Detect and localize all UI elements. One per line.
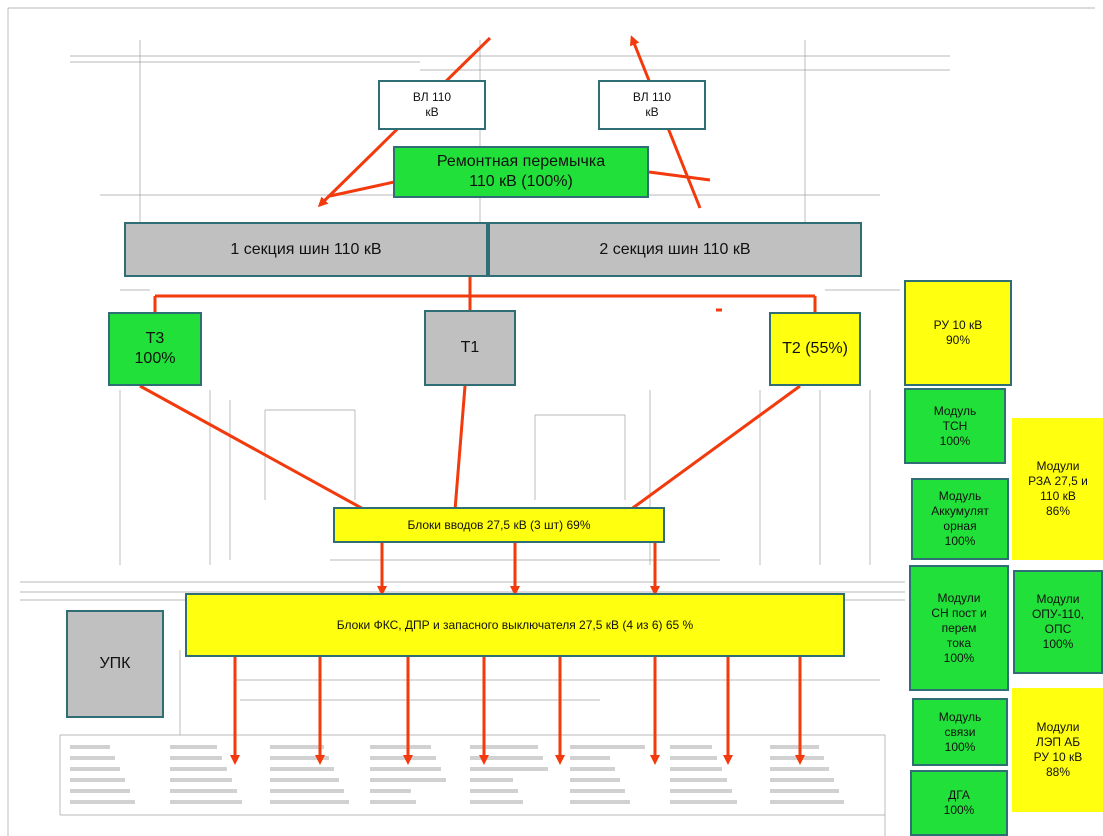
transformer-t1-label: Т1 xyxy=(460,339,480,356)
bus-section-1-box: 1 секция шин 110 кВ xyxy=(124,222,488,277)
sn-modules-box: Модули СН пост и перем тока 100% xyxy=(909,565,1009,691)
lep-modules-label: Модули ЛЭП АБ РУ 10 кВ 88% xyxy=(1033,720,1083,779)
schematic-text-block xyxy=(470,756,543,760)
schematic-text-block xyxy=(170,778,232,782)
vl-110-right-box: ВЛ 110 кВ xyxy=(598,80,706,130)
sn-modules-label: Модули СН пост и перем тока 100% xyxy=(931,590,987,665)
schematic-text-block xyxy=(470,745,538,749)
vl-110-left-box: ВЛ 110 кВ xyxy=(378,80,486,130)
schematic-text-block xyxy=(570,756,610,760)
schematic-text-block xyxy=(770,789,839,793)
schematic-text-block xyxy=(770,778,834,782)
fks-blocks-label: Блоки ФКС, ДПР и запасного выключателя 2… xyxy=(336,617,694,632)
input-blocks-box: Блоки вводов 27,5 кВ (3 шт) 69% xyxy=(333,507,665,543)
schematic-text-block xyxy=(170,789,237,793)
bus-section-2-label: 2 секция шин 110 кВ xyxy=(599,240,751,258)
schematic-text-block xyxy=(370,778,446,782)
fks-blocks-box: Блоки ФКС, ДПР и запасного выключателя 2… xyxy=(185,593,845,657)
connector-line xyxy=(629,384,801,512)
upk-label: УПК xyxy=(99,655,131,672)
bus-section-2-box: 2 секция шин 110 кВ xyxy=(488,222,862,277)
schematic-text-block xyxy=(570,745,645,749)
transformer-t2-box: Т2 (55%) xyxy=(769,312,861,386)
battery-module-box: Модуль Аккумулят орная 100% xyxy=(911,478,1009,560)
schematic-text-block xyxy=(670,800,737,804)
bus-section-1-label: 1 секция шин 110 кВ xyxy=(230,240,382,258)
rza-modules-label: Модули РЗА 27,5 и 110 кВ 86% xyxy=(1028,459,1088,518)
schematic-text-block xyxy=(270,756,329,760)
schematic-text-block xyxy=(770,767,829,771)
schematic-text-block xyxy=(670,745,712,749)
repair-jumper-label: Ремонтная перемычка 110 кВ (100%) xyxy=(436,153,606,190)
transformer-t1-box: Т1 xyxy=(424,310,516,386)
schematic-text-block xyxy=(470,800,523,804)
schematic-text-block xyxy=(270,789,344,793)
schematic-text-block xyxy=(70,800,135,804)
schematic-text-block xyxy=(370,745,431,749)
schematic-text-block xyxy=(570,800,630,804)
schematic-text-block xyxy=(770,800,844,804)
repair-jumper-box: Ремонтная перемычка 110 кВ (100%) xyxy=(393,146,649,198)
comm-module-box: Модуль связи 100% xyxy=(912,698,1008,766)
schematic-text-block xyxy=(70,745,110,749)
schematic-text-block xyxy=(570,789,625,793)
lep-modules-box: Модули ЛЭП АБ РУ 10 кВ 88% xyxy=(1012,688,1103,812)
ru-10kv-label: РУ 10 кВ 90% xyxy=(933,318,983,347)
schematic-text-block xyxy=(70,789,130,793)
vl-110-right-label: ВЛ 110 кВ xyxy=(632,90,672,119)
schematic-text-block xyxy=(670,778,727,782)
transformer-t3-label: Т3 100% xyxy=(134,330,176,367)
connector-line xyxy=(648,170,711,182)
connector-line xyxy=(453,385,467,511)
comm-module-label: Модуль связи 100% xyxy=(938,709,982,754)
schematic-text-block xyxy=(470,767,548,771)
dga-label: ДГА 100% xyxy=(943,788,975,817)
upk-box: УПК xyxy=(66,610,164,718)
battery-module-label: Модуль Аккумулят орная 100% xyxy=(931,489,989,548)
schematic-text-block xyxy=(470,789,518,793)
tsn-module-box: Модуль ТСН 100% xyxy=(904,388,1006,464)
opu-modules-label: Модули ОПУ-110, ОПС 100% xyxy=(1031,592,1085,651)
schematic-text-block xyxy=(70,756,115,760)
schematic-text-block xyxy=(670,767,722,771)
schematic-text-block xyxy=(670,789,732,793)
schematic-text-block xyxy=(170,756,222,760)
schematic-text-block xyxy=(170,767,227,771)
schematic-text-block xyxy=(270,778,339,782)
schematic-text-block xyxy=(70,778,125,782)
dga-box: ДГА 100% xyxy=(910,770,1008,836)
schematic-text-block xyxy=(370,767,441,771)
connector-line xyxy=(139,384,366,512)
input-blocks-label: Блоки вводов 27,5 кВ (3 шт) 69% xyxy=(407,517,591,532)
transformer-t2-label: Т2 (55%) xyxy=(782,340,848,357)
schematic-text-block xyxy=(270,745,324,749)
schematic-text-block xyxy=(570,778,620,782)
vl-110-left-label: ВЛ 110 кВ xyxy=(412,90,452,119)
transformer-t3-box: Т3 100% xyxy=(108,312,202,386)
rza-modules-box: Модули РЗА 27,5 и 110 кВ 86% xyxy=(1012,418,1103,560)
schematic-text-block xyxy=(170,800,242,804)
schematic-text-block xyxy=(670,756,717,760)
schematic-text-block xyxy=(370,789,411,793)
schematic-text-block xyxy=(270,800,349,804)
ru-10kv-box: РУ 10 кВ 90% xyxy=(904,280,1012,386)
opu-modules-box: Модули ОПУ-110, ОПС 100% xyxy=(1013,570,1103,674)
schematic-text-block xyxy=(170,745,217,749)
schematic-text-block xyxy=(370,800,416,804)
schematic-text-block xyxy=(270,767,334,771)
schematic-text-block xyxy=(770,745,819,749)
schematic-text-block xyxy=(570,767,615,771)
schematic-text-block xyxy=(70,767,120,771)
tsn-module-label: Модуль ТСН 100% xyxy=(933,403,977,448)
schematic-text-block xyxy=(470,778,513,782)
